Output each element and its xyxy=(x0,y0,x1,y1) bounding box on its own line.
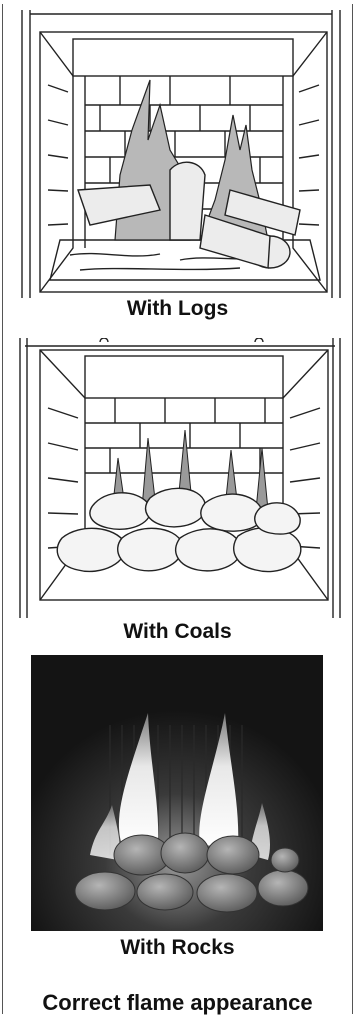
rocks-fire-photo-icon xyxy=(0,655,355,933)
section-title: Correct flame appearance xyxy=(0,990,355,1016)
caption-coals: With Coals xyxy=(0,620,355,644)
fireplace-rocks-photo xyxy=(0,655,355,933)
caption-logs: With Logs xyxy=(0,297,355,321)
caption-rocks: With Rocks xyxy=(0,936,355,960)
logs-fireplace-icon xyxy=(0,10,355,300)
fireplace-logs-illustration xyxy=(0,10,355,300)
coals-fireplace-icon xyxy=(0,338,355,618)
fireplace-coals-illustration xyxy=(0,338,355,618)
